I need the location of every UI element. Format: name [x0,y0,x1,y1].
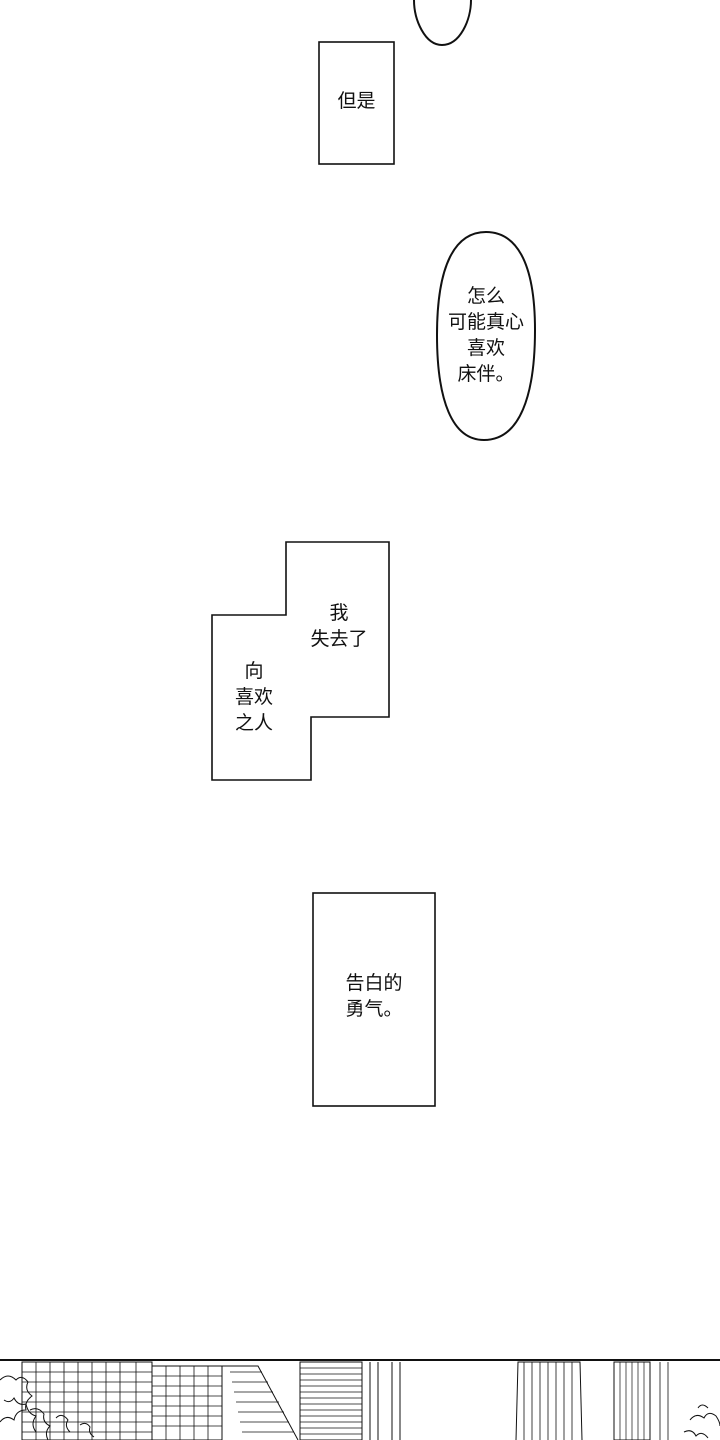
stepped-box-upper-text: 我 失去了 [296,600,382,652]
text-line: 之人 [234,712,273,734]
caption-box-1 [318,41,395,165]
speech-bubble-oval [435,230,537,442]
text-line: 我 [329,602,349,624]
text-line: 但是 [337,90,376,112]
text-line: 可能真心 [447,311,524,333]
text-line: 床伴。 [457,363,515,385]
text-line: 向 [244,660,264,682]
text-line: 失去了 [310,628,368,650]
stepped-box-lower-text: 向 喜欢 之人 [218,658,290,736]
caption-box-stepped [211,541,390,781]
buildings [21,1361,669,1440]
cityscape-panel [0,1359,720,1440]
text-line: 喜欢 [466,337,505,359]
speech-bubble-text: 怎么 可能真心 喜欢 床伴。 [437,283,535,387]
text-line: 告白的 [345,972,403,994]
caption-box-2 [312,892,436,1107]
caption-1-text: 但是 [319,88,394,114]
text-line: 怎么 [466,285,505,307]
text-line: 喜欢 [234,686,273,708]
caption-2-text: 告白的 勇气。 [313,970,435,1022]
text-line: 勇气。 [345,998,403,1020]
foliage-right [683,1404,720,1439]
foliage-left [0,1375,95,1440]
partial-bubble-top [413,0,472,47]
